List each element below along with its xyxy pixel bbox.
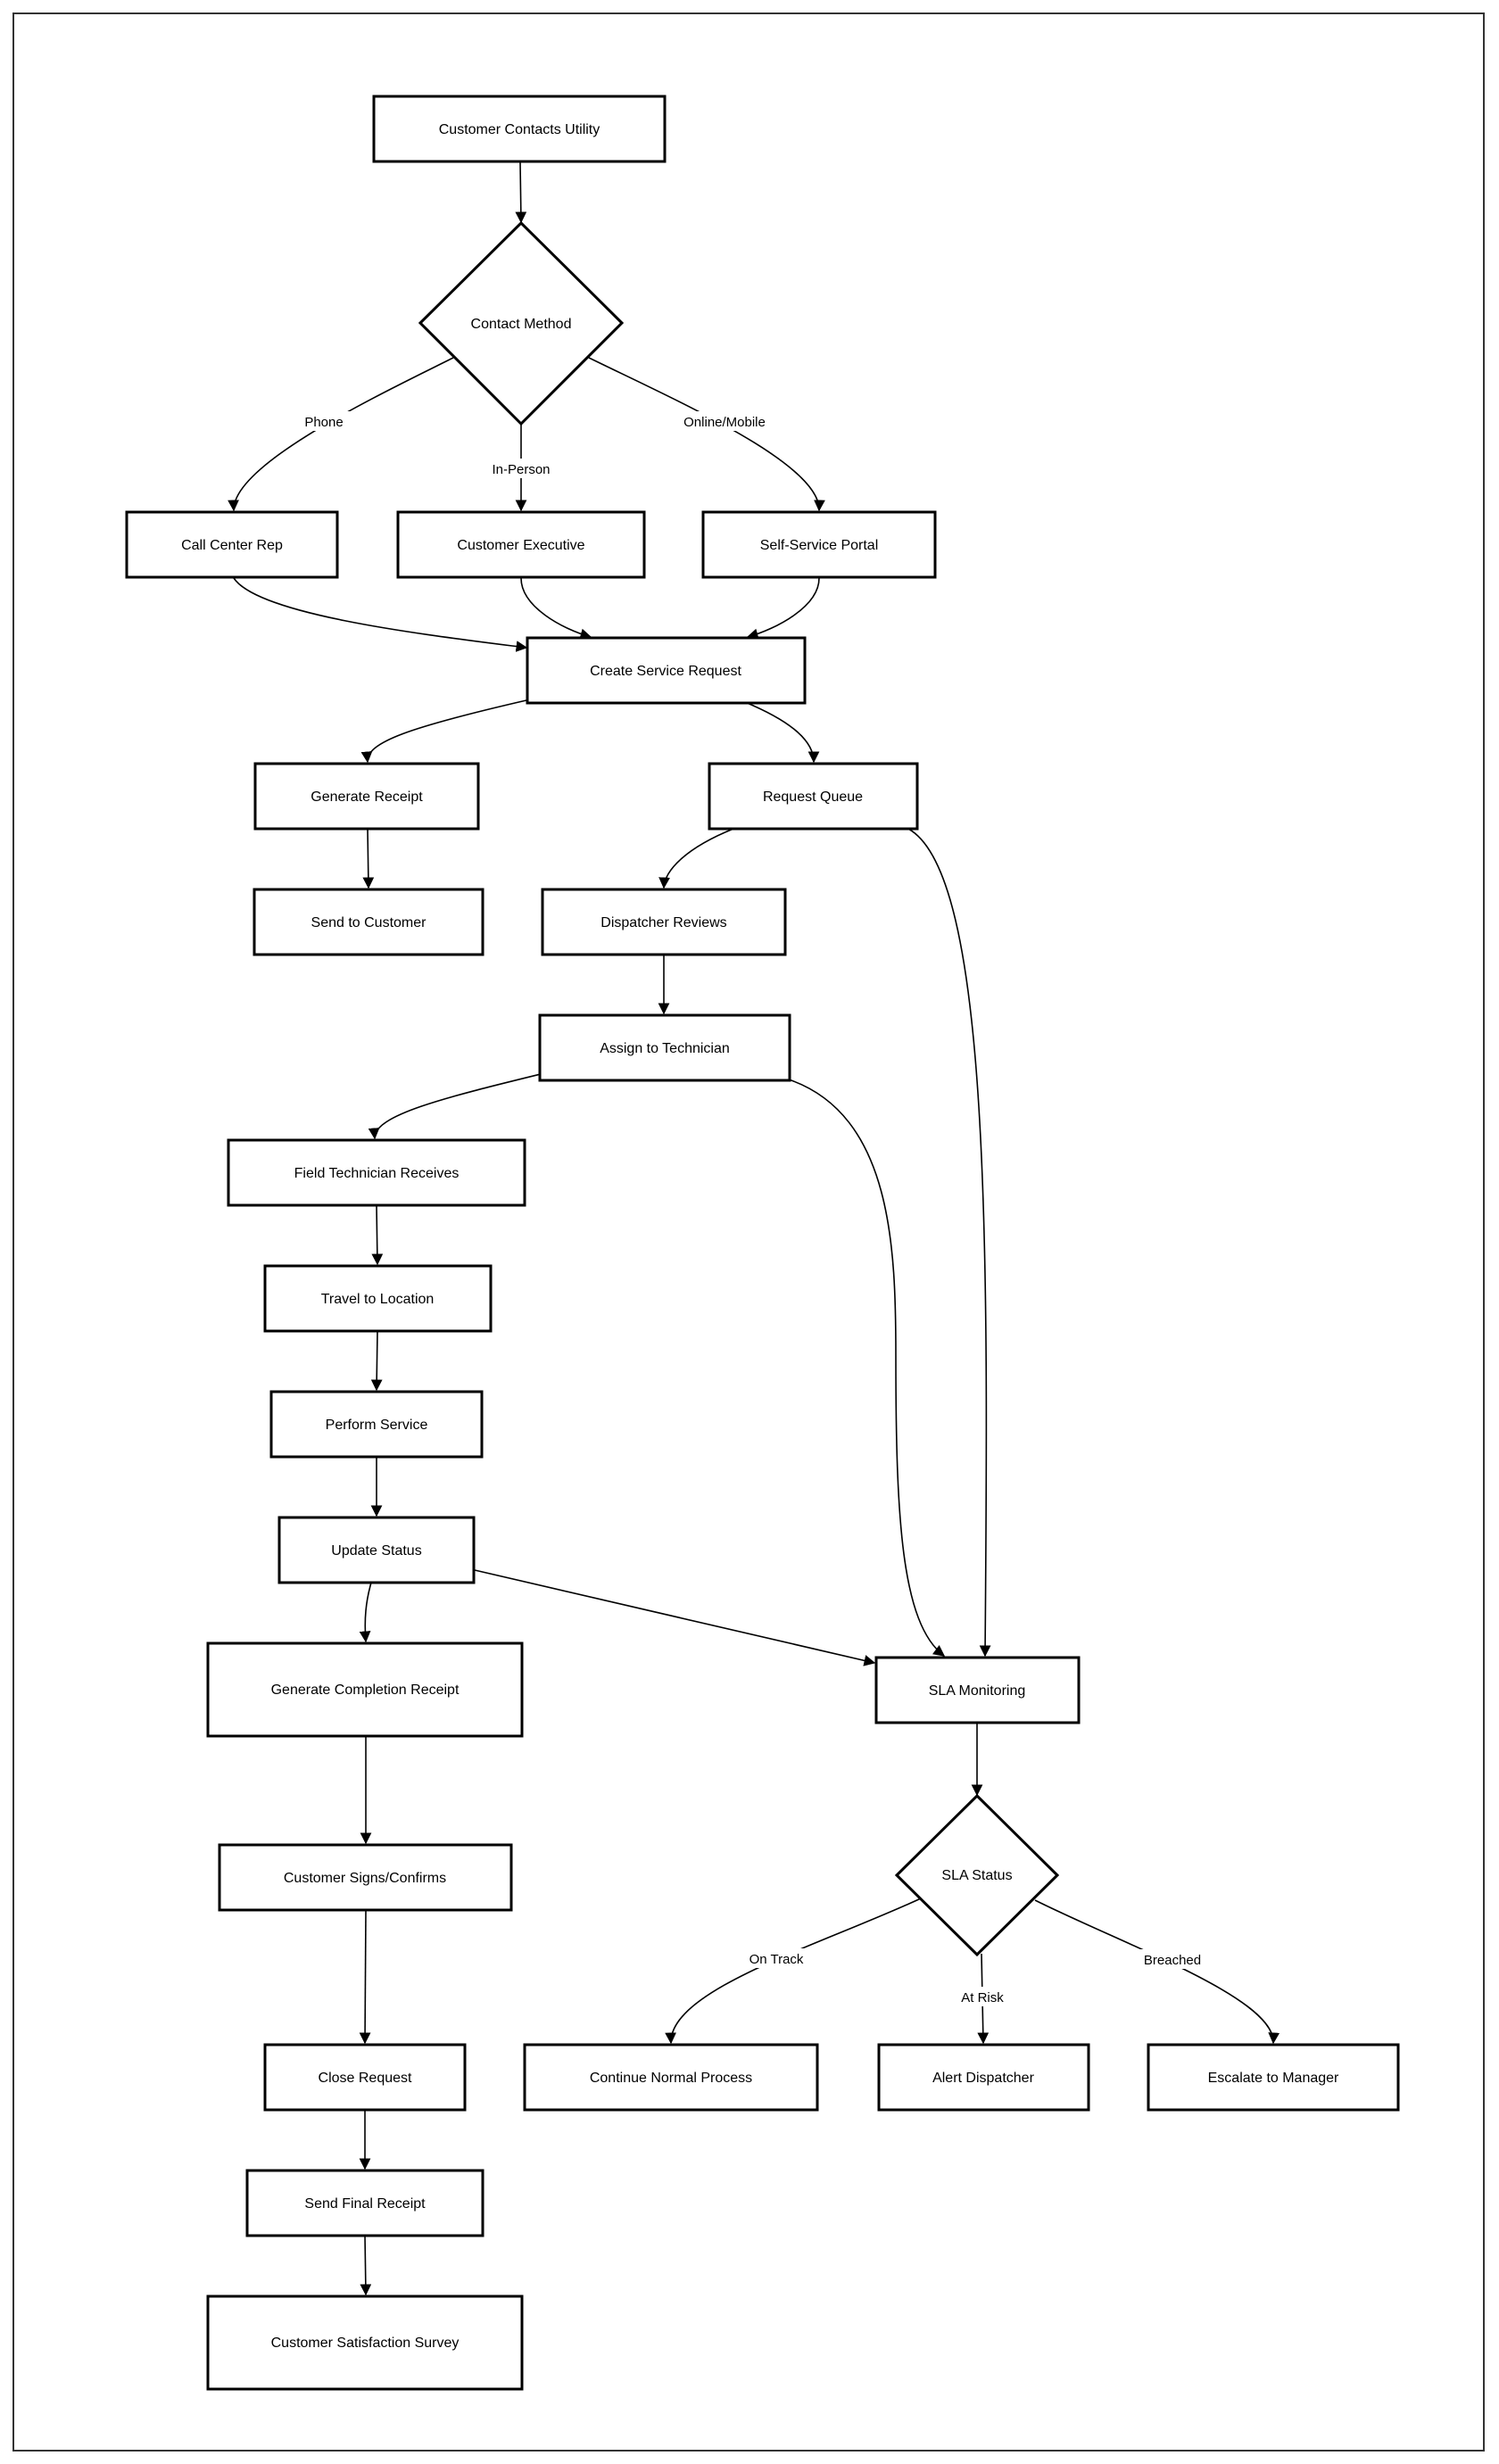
edge-update-to-completion: [359, 1582, 372, 1643]
edge-executive-to-create: [520, 577, 592, 641]
node-update-status: [277, 1516, 476, 1584]
node-close-request: [263, 2043, 467, 2112]
edge-label-breached: Breached: [1144, 1953, 1201, 1968]
edge-assign-to-sla: [788, 1079, 946, 1657]
nodes: [125, 95, 1400, 2391]
label-send-final-receipt: Send Final Receipt: [304, 2196, 426, 2212]
label-self-service-portal: Self-Service Portal: [760, 538, 879, 553]
node-assign-to-technician: [538, 1013, 791, 1082]
label-alert-dispatcher: Alert Dispatcher: [932, 2071, 1034, 2086]
label-close-request: Close Request: [319, 2071, 413, 2086]
edge-receipt-to-send: [362, 828, 375, 889]
label-contact-method: Contact Method: [471, 317, 572, 332]
node-escalate-manager: [1147, 2043, 1400, 2112]
edge-label-phone: Phone: [304, 415, 343, 430]
label-perform-service: Perform Service: [326, 1418, 428, 1433]
edge-status-on-track: [665, 1898, 922, 2045]
label-call-center-rep: Call Center Rep: [181, 538, 283, 553]
node-customer-contacts: [372, 95, 667, 163]
label-customer-executive: Customer Executive: [457, 538, 584, 553]
label-customer-contacts: Customer Contacts Utility: [439, 122, 600, 137]
diagram-frame: [12, 12, 1485, 2452]
node-create-service-request: [526, 636, 807, 705]
label-dispatcher-reviews: Dispatcher Reviews: [600, 915, 726, 930]
node-send-to-customer: [253, 888, 484, 956]
edge-method-online: [588, 357, 825, 512]
label-travel-to-location: Travel to Location: [321, 1292, 435, 1307]
edge-create-to-queue: [744, 701, 820, 764]
label-request-queue: Request Queue: [763, 790, 863, 805]
node-generate-completion-receipt: [206, 1641, 524, 1738]
label-send-to-customer: Send to Customer: [311, 915, 427, 930]
edge-callcenter-to-create: [233, 577, 528, 652]
edges: [228, 161, 1280, 2296]
node-customer-executive: [396, 510, 646, 579]
edge-portal-to-create: [746, 577, 820, 641]
edge-label-at-risk: At Risk: [961, 1990, 1004, 2005]
label-update-status: Update Status: [331, 1543, 421, 1559]
node-continue-normal: [523, 2043, 819, 2112]
node-field-technician-receives: [227, 1138, 526, 1207]
edge-queue-to-sla: [907, 828, 991, 1658]
node-send-final-receipt: [245, 2169, 484, 2237]
edge-update-to-sla: [474, 1569, 876, 1666]
label-escalate-manager: Escalate to Manager: [1208, 2071, 1339, 2086]
label-sla-status: SLA Status: [941, 1868, 1012, 1883]
edge-status-breached: [1034, 1899, 1280, 2045]
edge-queue-to-dispatcher: [658, 828, 734, 889]
label-field-technician-receives: Field Technician Receives: [294, 1166, 460, 1181]
label-satisfaction-survey: Customer Satisfaction Survey: [271, 2336, 460, 2351]
label-continue-normal: Continue Normal Process: [590, 2071, 752, 2086]
node-customer-signs: [218, 1843, 513, 1912]
edge-final-to-survey: [360, 2235, 372, 2296]
label-customer-signs: Customer Signs/Confirms: [284, 1871, 446, 1886]
label-assign-to-technician: Assign to Technician: [600, 1041, 730, 1056]
edge-labels: Phone In-Person Online/Mobile On Track A…: [297, 411, 1208, 2006]
edge-contacts-to-method: [515, 161, 527, 224]
node-contact-method: [418, 220, 625, 426]
node-dispatcher-reviews: [541, 888, 787, 956]
node-travel-to-location: [263, 1264, 493, 1333]
node-sla-status: [894, 1793, 1060, 1957]
edge-method-phone: [228, 357, 454, 512]
node-generate-receipt: [253, 762, 480, 831]
edge-signs-to-close: [359, 1909, 371, 2045]
label-create-service-request: Create Service Request: [590, 664, 741, 679]
node-alert-dispatcher: [877, 2043, 1090, 2112]
node-satisfaction-survey: [206, 2294, 524, 2391]
node-self-service-portal: [701, 510, 937, 579]
label-sla-monitoring: SLA Monitoring: [929, 1683, 1026, 1699]
node-labels: Customer Contacts Utility Contact Method…: [181, 122, 1339, 2351]
node-sla-monitoring: [874, 1656, 1081, 1724]
node-request-queue: [708, 762, 919, 831]
node-perform-service: [269, 1390, 484, 1459]
edge-label-in-person: In-Person: [492, 462, 550, 477]
label-generate-receipt: Generate Receipt: [311, 790, 423, 805]
node-call-center-rep: [125, 510, 339, 579]
edge-label-on-track: On Track: [750, 1952, 804, 1967]
edge-assign-to-field: [368, 1073, 542, 1140]
edge-label-online-mobile: Online/Mobile: [683, 415, 766, 430]
label-generate-completion-receipt: Generate Completion Receipt: [271, 1683, 460, 1698]
edge-create-to-receipt: [360, 699, 527, 764]
